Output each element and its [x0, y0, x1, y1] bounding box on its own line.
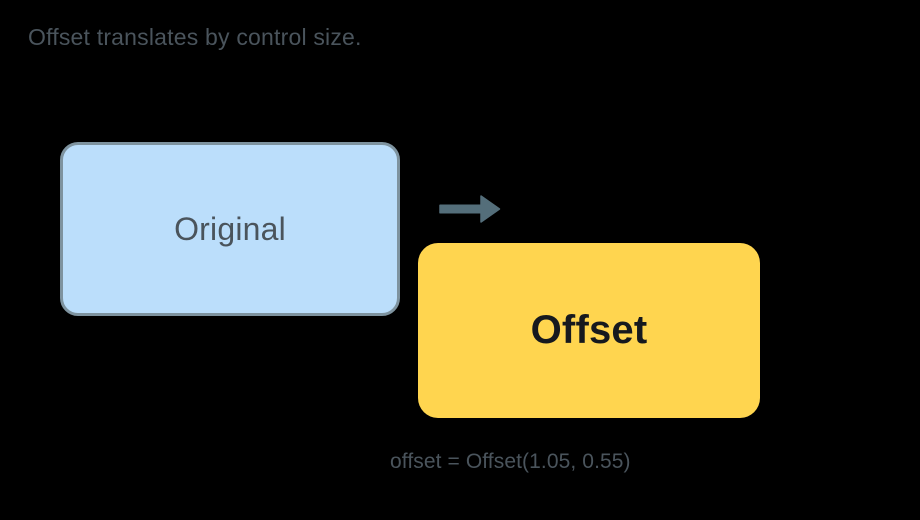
translation-arrow-icon: [437, 190, 503, 228]
original-box-label: Original: [174, 210, 286, 247]
offset-box-label: Offset: [530, 308, 648, 352]
offset-control-box: Offset: [418, 243, 760, 418]
offset-caption: offset = Offset(1.05, 0.55): [390, 450, 631, 473]
page-title: Offset translates by control size.: [28, 24, 362, 50]
original-control-box: Original: [60, 142, 400, 316]
